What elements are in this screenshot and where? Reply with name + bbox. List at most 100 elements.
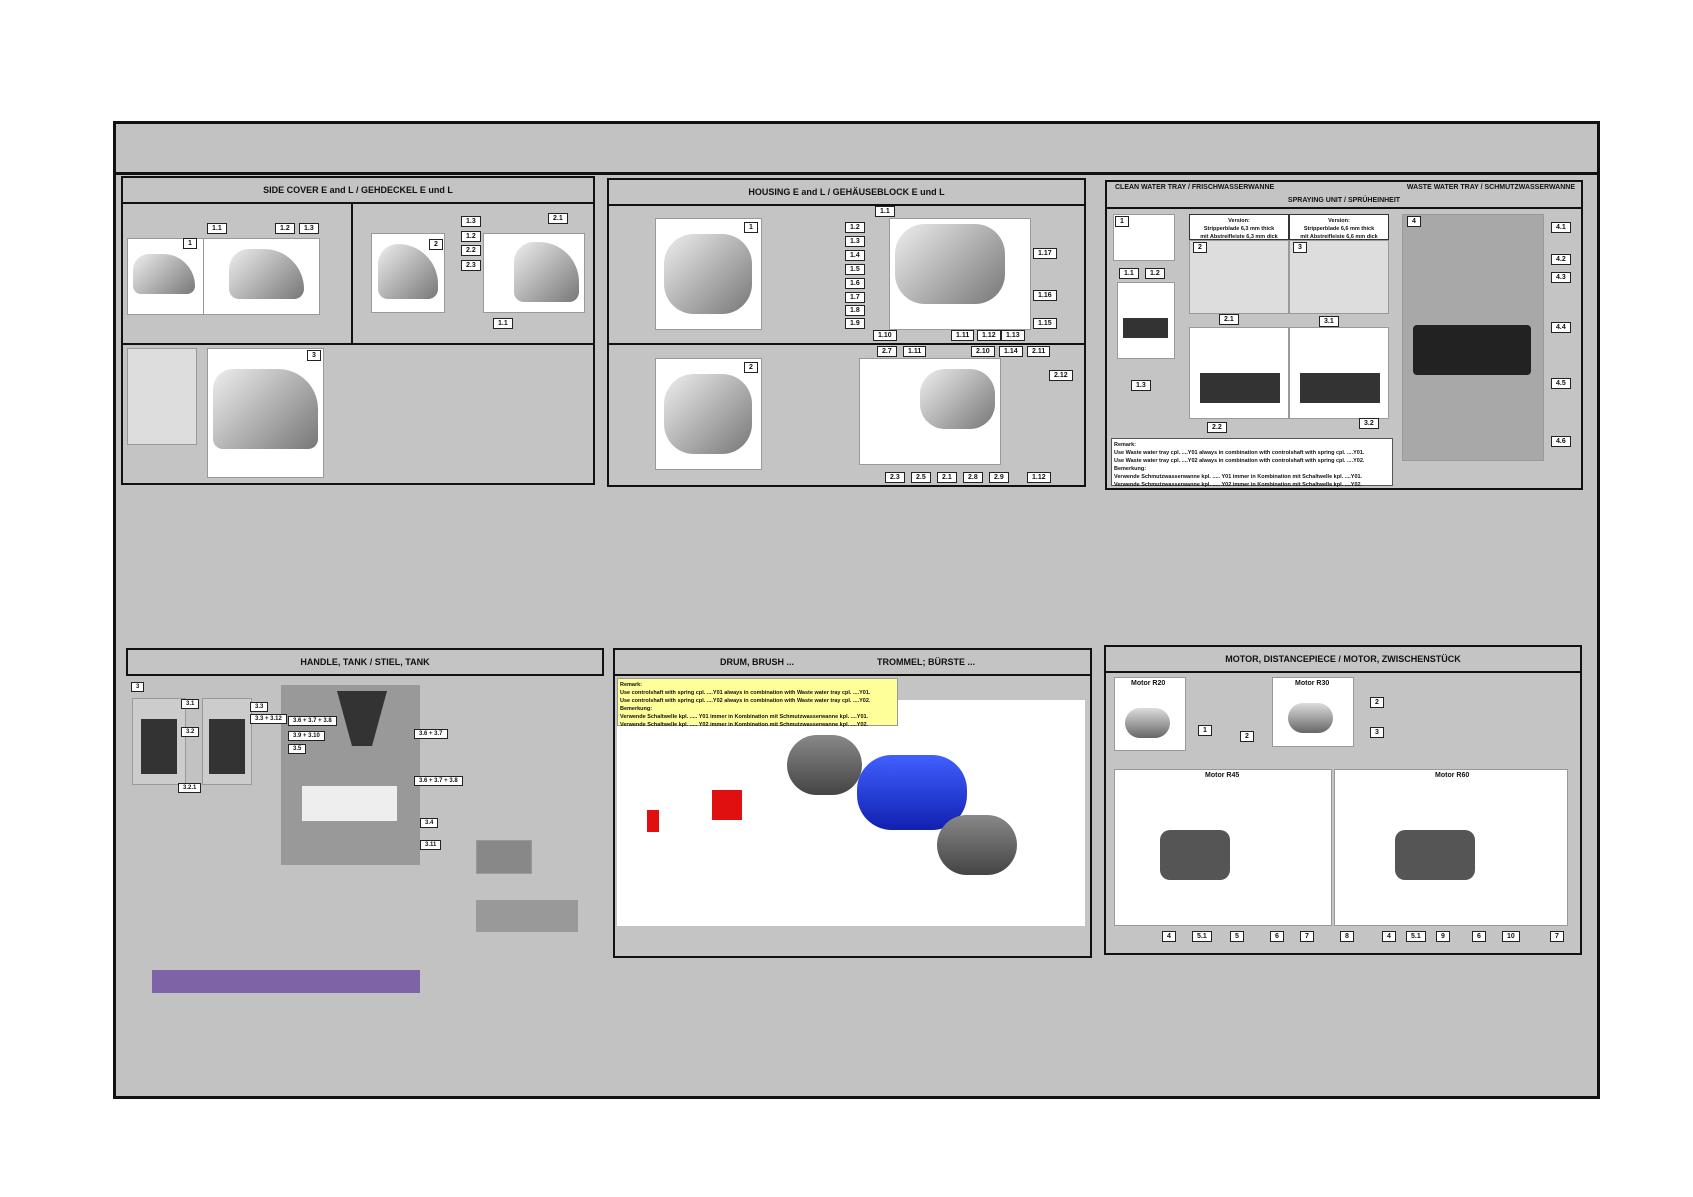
callout: 1.12 (1027, 472, 1051, 483)
callout: 3 (1370, 727, 1384, 738)
side-cover-image (207, 348, 324, 478)
remark-line: Verwende Schaltwelle kpl. ..... Y02 imme… (620, 722, 869, 728)
version-note: Version: Stripperblade 6,6 mm thick mit … (1289, 214, 1389, 240)
motor-label: Motor R60 (1435, 772, 1470, 779)
panel-side-cover: SIDE COVER E and L / GEHDECKEL E und L 1… (121, 176, 595, 485)
callout: 8 (1340, 931, 1354, 942)
callout: 1 (744, 222, 758, 233)
drum-exploded-diagram (617, 700, 1085, 926)
callout: 1.1 (207, 223, 227, 234)
callout: 2.10 (971, 346, 995, 357)
panel-housing: HOUSING E and L / GEHÄUSEBLOCK E und L 1… (607, 178, 1086, 487)
motor-r20-image: Motor R20 (1114, 677, 1186, 751)
panel-title: SIDE COVER E and L / GEHDECKEL E und L (123, 178, 593, 204)
panel-drum: DRUM, BRUSH ... TROMMEL; BÜRSTE ... Rema… (613, 648, 1092, 958)
spraying-unit-photo (1402, 214, 1544, 461)
callout: 2 (429, 239, 443, 250)
callout: 1.8 (845, 305, 865, 316)
highlight-bar (152, 970, 420, 993)
callout: 3.9 + 3.10 (288, 731, 325, 741)
callout: 2 (1370, 697, 1384, 708)
part-photo (476, 900, 578, 932)
callout: 4.4 (1551, 322, 1571, 333)
remark-line: Use Waste water tray cpl. ....Y01 always… (1114, 450, 1365, 456)
remark-line: Verwende Schaltwelle kpl. ..... Y01 imme… (620, 714, 869, 720)
callout: 1.3 (845, 236, 865, 247)
panel-title: MOTOR, DISTANCEPIECE / MOTOR, ZWISCHENST… (1106, 647, 1580, 673)
housing-image (655, 358, 762, 470)
callout: 1.5 (845, 264, 865, 275)
callout: 1.7 (845, 292, 865, 303)
side-cover-image (483, 233, 585, 313)
callout: 3.2.1 (178, 783, 202, 793)
remark-line: Bemerkung: (620, 706, 653, 712)
callout: 10 (1502, 931, 1520, 942)
panel-subtitle: SPRAYING UNIT / SPRÜHEINHEIT (1287, 197, 1401, 204)
callout: 2.12 (1049, 370, 1073, 381)
callout: 2.8 (963, 472, 983, 483)
housing-exploded-image (859, 358, 1001, 465)
callout: 4.5 (1551, 378, 1571, 389)
callout: 2.7 (877, 346, 897, 357)
callout: 5 (1230, 931, 1244, 942)
callout: 1 (1115, 216, 1129, 227)
callout: 2.3 (461, 260, 481, 271)
callout: 4 (1407, 216, 1421, 227)
callout: 4.3 (1551, 272, 1571, 283)
part-photo (476, 840, 532, 874)
waste-tray-image (1189, 327, 1289, 419)
callout: 3.11 (420, 840, 442, 850)
callout: 6 (1472, 931, 1486, 942)
callout: 5.1 (1192, 931, 1212, 942)
side-cover-image (127, 238, 204, 315)
header-band (116, 124, 1597, 175)
housing-image (655, 218, 762, 330)
remark-line: Bemerkung: (1114, 466, 1147, 472)
motor-r60-image: Motor R60 (1334, 769, 1568, 926)
callout: 1.4 (845, 250, 865, 261)
callout: 1.2 (845, 222, 865, 233)
handle-image (202, 698, 252, 785)
callout: 1.9 (845, 318, 865, 329)
panel-title-row: DRUM, BRUSH ... TROMMEL; BÜRSTE ... (615, 650, 1090, 676)
clean-tray-image (1117, 282, 1175, 359)
callout: 3.3 + 3.12 (250, 714, 287, 724)
callout: 2.1 (1219, 314, 1239, 325)
motor-r30-image: Motor R30 (1272, 677, 1354, 747)
callout: 2.11 (1027, 346, 1051, 357)
panel-title: HANDLE, TANK / STIEL, TANK (300, 657, 430, 667)
callout: 3.6 + 3.7 (414, 729, 448, 739)
callout: 1.1 (493, 318, 513, 329)
callout: 3.2 (181, 727, 200, 737)
callout: 1.1 (875, 206, 895, 217)
callout: 3.1 (181, 699, 200, 709)
remark-line: Remark: (1114, 442, 1137, 448)
callout: 4 (1162, 931, 1176, 942)
panel-water-tray: CLEAN WATER TRAY / FRISCHWASSERWANNE WAS… (1105, 180, 1583, 490)
callout: 7 (1300, 931, 1314, 942)
callout: 1 (1198, 725, 1212, 736)
panel-title: HOUSING E and L / GEHÄUSEBLOCK E und L (609, 180, 1084, 206)
side-cover-image (371, 233, 445, 313)
callout: 2 (744, 362, 758, 373)
callout: 3.6 + 3.7 + 3.8 (414, 776, 463, 786)
callout: 2.1 (937, 472, 957, 483)
callout: 2.3 (885, 472, 905, 483)
callout: 5.1 (1406, 931, 1426, 942)
callout: 2.5 (911, 472, 931, 483)
callout: 2.2 (1207, 422, 1227, 433)
remark-line: Use controlshaft with spring cpl. ....Y0… (620, 698, 871, 704)
callout: 4.6 (1551, 436, 1571, 447)
callout: 4.2 (1551, 254, 1571, 265)
callout: 3.5 (288, 744, 307, 754)
callout: 2 (1193, 242, 1207, 253)
panel-handle-header: HANDLE, TANK / STIEL, TANK (126, 648, 604, 676)
callout: 1.13 (1001, 330, 1025, 341)
callout: 3.6 + 3.7 + 3.8 (288, 716, 337, 726)
panel-title: WASTE WATER TRAY / SCHMUTZWASSERWANNE (1406, 184, 1575, 191)
waste-tray-image (1289, 327, 1389, 419)
panel-motor: MOTOR, DISTANCEPIECE / MOTOR, ZWISCHENST… (1104, 645, 1582, 955)
callout: 1.3 (299, 223, 319, 234)
callout: 2 (1240, 731, 1254, 742)
callout: 1 (183, 238, 197, 249)
